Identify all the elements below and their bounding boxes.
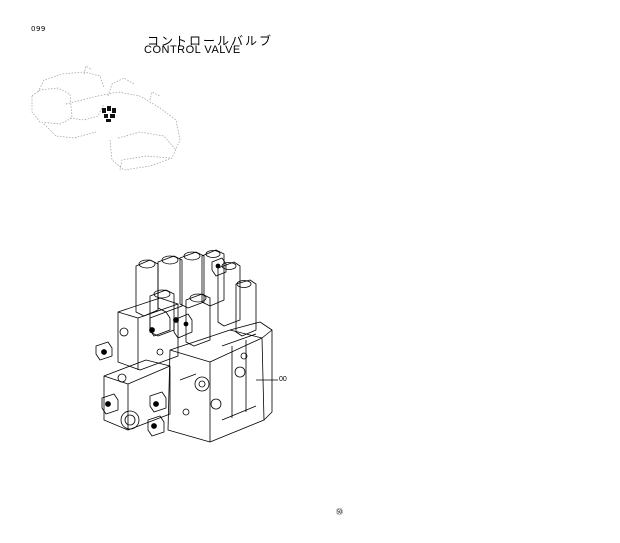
page-title-english: CONTROL VALVE <box>144 44 241 56</box>
callout-control-valve: 00 <box>279 376 287 383</box>
control-valve-drawing <box>95 249 273 443</box>
locator-highlight-mark <box>102 106 116 122</box>
page-footer-mark: ㊿ <box>336 508 343 516</box>
page-number: 099 <box>31 25 46 33</box>
page-title-japanese: コントロールバルブ <box>147 34 274 48</box>
excavator-locator-icon <box>31 65 181 171</box>
